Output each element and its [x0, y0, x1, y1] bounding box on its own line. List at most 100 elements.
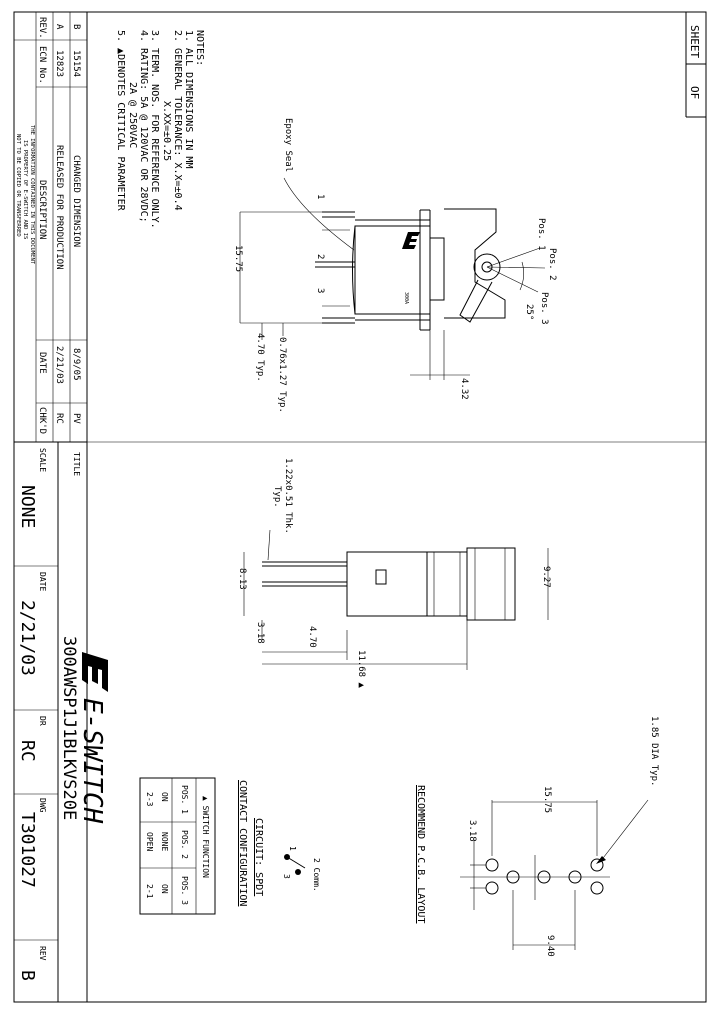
ecn-cell: 12823 [54, 50, 64, 77]
date-label: DATE [38, 572, 47, 591]
switch-function-title: ▲ SWITCH FUNCTION [201, 796, 210, 878]
dim-15-75: 15.75 [233, 245, 243, 272]
sf-header: POS. 1 [180, 785, 189, 814]
dim-4-70-typ: 4.70 Typ. [255, 333, 265, 382]
date-cell: 8/9/05 [71, 348, 81, 381]
circuit-t3: 3 [282, 874, 291, 879]
rev-cell: B [71, 24, 81, 29]
sf-cell: NONE [160, 832, 169, 851]
dim-3-18: 3.18 [255, 622, 265, 644]
notes-block: NOTES: 1. ALL DIMENSIONS IN MM 2. GENERA… [115, 30, 205, 229]
rev-label: REV [38, 946, 47, 961]
pcb-hole [590, 858, 604, 872]
end-body [346, 551, 428, 617]
note-line: 1. ALL DIMENSIONS IN MM [183, 30, 194, 168]
pcb-dim-3-18: 3.18 [467, 820, 477, 842]
pcb-layout: RECOMMEND P.C.B. LAYOUT 1.85 DIA Typ. 15… [415, 716, 659, 957]
pos-3-label: Pos. 3 [539, 292, 549, 325]
date-cell: 2/21/03 [54, 346, 64, 384]
pcb-hole [485, 858, 499, 872]
end-view: 8.13 9.27 3.18 4.70 11.68 ▲ 1.22x0.51 Th… [237, 458, 551, 689]
pcb-hole [537, 870, 551, 884]
notes-title: NOTES: [194, 30, 205, 66]
chkd-cell: PV [71, 413, 81, 424]
revision-table: REV. ECN No. DESCRIPTION DATE CHK'D B 15… [14, 12, 88, 443]
sf-header: POS. 2 [180, 830, 189, 859]
sf-cell: OPEN [145, 832, 154, 851]
logo-text: E-SWITCH [77, 698, 107, 824]
pcb-title: RECOMMEND P.C.B. LAYOUT [415, 785, 426, 923]
circuit-t1: 1 [288, 846, 297, 851]
pcb-dim-9-40: 9.40 [545, 935, 555, 957]
date-header: DATE [37, 352, 47, 374]
pos-2-label: Pos. 2 [547, 248, 557, 281]
dim-1-22x0-51: 1.22x0.51 Thk. [283, 458, 293, 534]
dim-076x127: 0.76x1.27 Typ. [277, 337, 287, 413]
disclaimer-line: IS PROPERTY OF E-SWITCH AND IS [22, 140, 28, 239]
desc-header: DESCRIPTION [37, 180, 47, 240]
dim-typ: Typ. [272, 486, 282, 508]
contact-configuration: CONTACT CONFIGURATION CIRCUIT: SPDT 1 3 … [237, 780, 321, 906]
pcb-hole [590, 881, 604, 895]
note-line: 5. ▲DENOTES CRITICAL PARAMETER [115, 30, 126, 212]
pcb-hole [485, 881, 499, 895]
sheet-label: SHEET [688, 25, 701, 58]
body-mark: 300A [403, 292, 409, 304]
pcb-dia-label: 1.85 DIA Typ. [649, 716, 659, 786]
dr-value: RC [17, 740, 38, 762]
contact-config-title: CONTACT CONFIGURATION [237, 780, 248, 906]
dim-4-70: 4.70 [307, 626, 317, 648]
rev-cell: A [54, 24, 64, 30]
circuit-type: CIRCUIT: SPDT [253, 818, 264, 896]
sf-cell: 2-3 [145, 792, 154, 807]
sheet-border [13, 11, 707, 1003]
part-number-title: 300AWSP1J1BLKVS20E [59, 636, 79, 820]
note-line: 2A @ 250VAC [127, 82, 138, 148]
note-line: 2. GENERAL TOLERANCE: X.X=±0.4 [172, 30, 183, 211]
dim-9-27: 9.27 [541, 566, 551, 588]
ecn-header: ECN No. [37, 46, 47, 84]
chkd-cell: RC [54, 413, 64, 424]
disclaimer-line: THE INFORMATION CONTAINED IN THIS DOCUME… [29, 125, 35, 265]
note-line: 3. TERM. NOS. FOR REFERENCE ONLY. [149, 30, 160, 229]
desc-cell: RELEASED FOR PRODUCTION [54, 145, 64, 270]
dim-11-68: 11.68 ▲ [356, 650, 366, 689]
title-label: TITLE [72, 452, 81, 476]
sheet-box: SHEET OF [685, 12, 706, 118]
pcb-hole [568, 870, 582, 884]
desc-cell: CHANGED DIMENSION [71, 155, 81, 247]
sf-cell: ON [160, 884, 169, 894]
rev-value: B [17, 970, 38, 981]
pcb-hole [506, 870, 520, 884]
disclaimer-line: NOT TO BE COPIED OR TRANSFERRED [15, 134, 21, 237]
pos-1-label: Pos. 1 [536, 218, 546, 251]
scale-label: SCALE [38, 448, 47, 472]
angle-label: 25° [524, 304, 534, 320]
terminal-1-label: 1 [315, 194, 325, 199]
switch-body [354, 225, 431, 315]
sf-cell: ON [160, 792, 169, 802]
sf-header: POS. 3 [180, 876, 189, 905]
sheet-of-label: OF [688, 86, 701, 99]
side-view: 300A 1 2 3 15.75 4.70 Typ. 0.76x1.27 Typ… [233, 118, 557, 413]
scale-value: NONE [17, 485, 38, 528]
date-value: 2/21/03 [17, 600, 38, 676]
e-switch-logo: E-SWITCH [77, 652, 108, 824]
dim-8-13: 8.13 [237, 568, 247, 590]
terminal-3-label: 3 [315, 288, 325, 293]
epoxy-seal-label: Epoxy Seal [283, 118, 293, 172]
terminal-2-label: 2 [315, 254, 325, 259]
dr-label: DR [38, 716, 47, 726]
rev-header: REV. [37, 17, 47, 39]
sf-cell: 2-1 [145, 884, 154, 899]
pcb-dim-15-75: 15.75 [542, 786, 552, 813]
dim-4-32: 4.32 [459, 378, 469, 400]
note-line: 4. RATING: 5A @ 120VAC OR 28VDC; [138, 30, 149, 223]
switch-function-table: ▲ SWITCH FUNCTION POS. 1 POS. 2 POS. 3 O… [139, 777, 216, 915]
ecn-cell: 15154 [71, 50, 81, 77]
chkd-header: CHK'D [37, 407, 47, 434]
dwg-value: T301027 [17, 812, 38, 888]
note-line: X.XX=±0.25 [161, 101, 172, 161]
title-block: TITLE 300AWSP1J1BLKVS20E SCALE NONE DATE… [14, 441, 706, 1002]
